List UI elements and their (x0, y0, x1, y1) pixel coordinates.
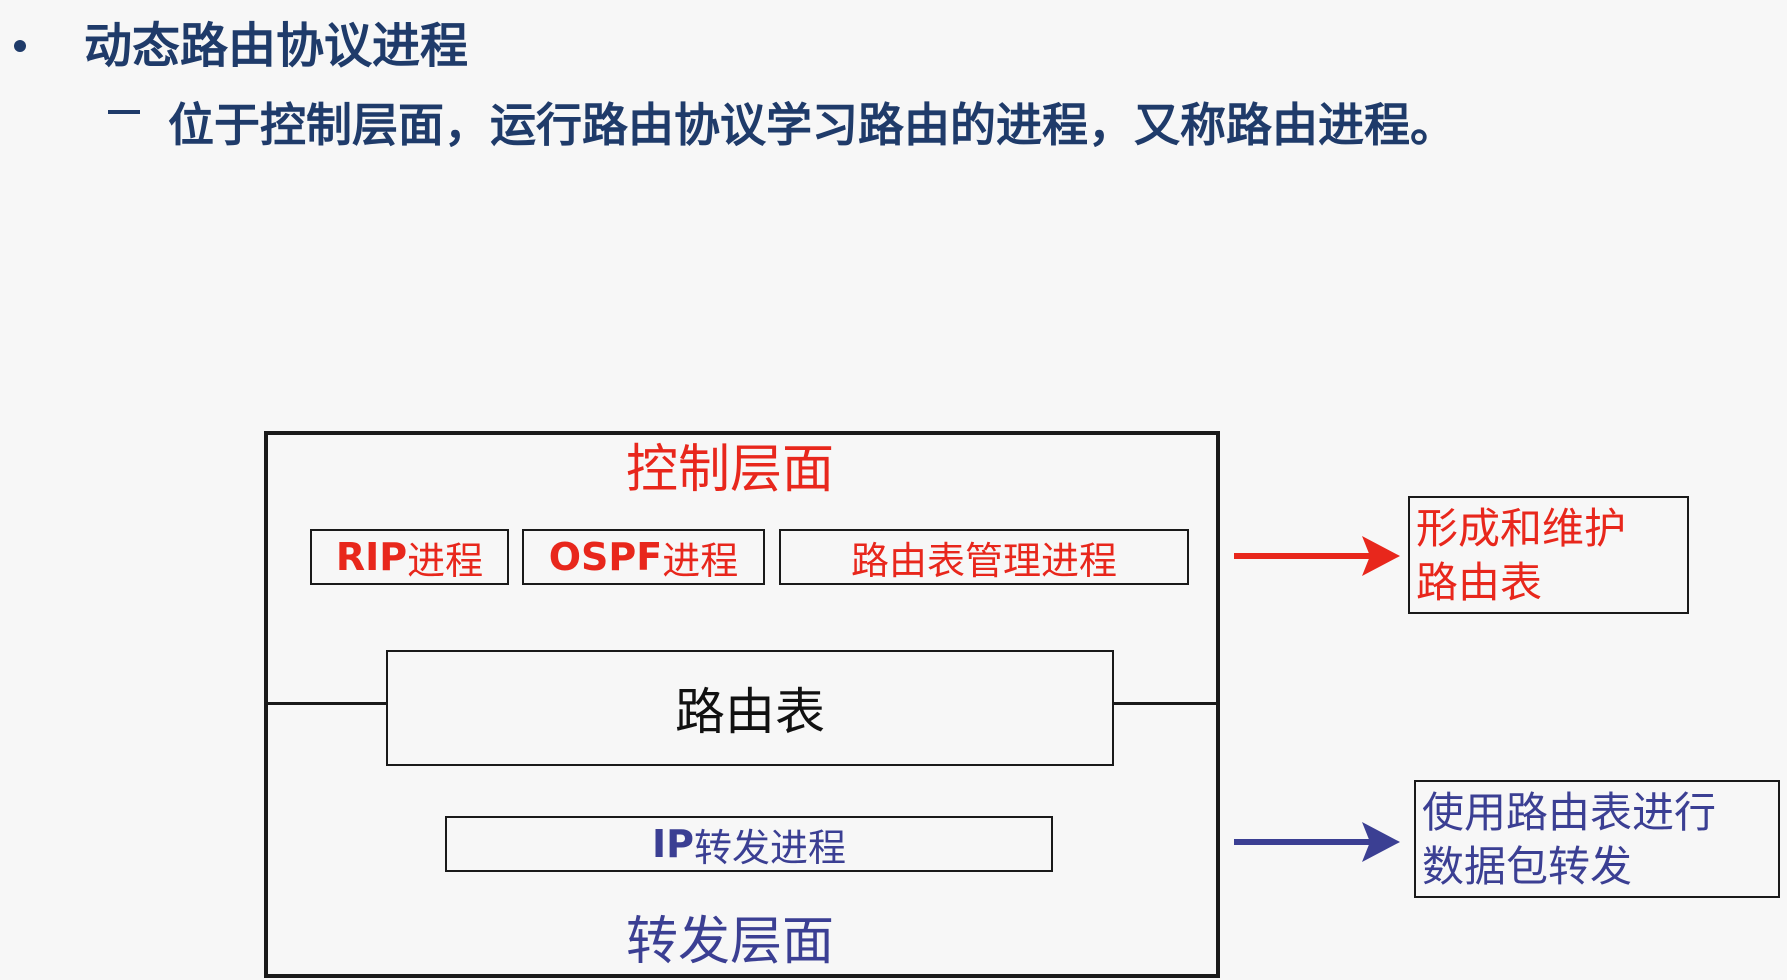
control-note-line-2: 路由表 (1416, 557, 1543, 607)
sub-bullet-dash (108, 110, 140, 114)
routing-table-box: 路由表 (386, 650, 1114, 766)
ip-forwarding-suffix: 转发进程 (693, 825, 846, 870)
routing-table-label: 路由表 (675, 683, 825, 741)
forwarding-plane-label: 转发层面 (626, 912, 835, 972)
forward-note-line-1: 使用路由表进行 (1422, 788, 1717, 837)
rip-process-suffix: 进程 (407, 538, 484, 583)
bullet-dot-icon (14, 40, 26, 52)
slide-title: 动态路由协议进程 (84, 18, 469, 74)
ospf-process-prefix: OSPF (548, 535, 663, 579)
control-arrow-icon (1234, 536, 1400, 576)
plane-divider-left (266, 702, 388, 705)
forward-note-line-2: 数据包转发 (1422, 841, 1633, 891)
control-plane-label: 控制层面 (626, 440, 835, 500)
control-plane-note: 形成和维护 路由表 (1408, 496, 1689, 614)
slide-subtitle: 位于控制层面，运行路由协议学习路由的进程，又称路由进程。 (168, 98, 1456, 152)
rip-process-prefix: RIP (335, 535, 408, 579)
control-note-line-1: 形成和维护 (1416, 504, 1627, 553)
routing-table-mgmt-process-label: 路由表管理进程 (850, 538, 1117, 583)
ip-forwarding-prefix: IP (651, 822, 694, 866)
ospf-process-suffix: 进程 (662, 538, 739, 583)
forwarding-plane-note: 使用路由表进行 数据包转发 (1414, 780, 1780, 898)
forwarding-arrow-icon (1234, 822, 1400, 862)
plane-divider-right (1112, 702, 1218, 705)
routing-table-mgmt-process-box: 路由表管理进程 (779, 529, 1189, 585)
